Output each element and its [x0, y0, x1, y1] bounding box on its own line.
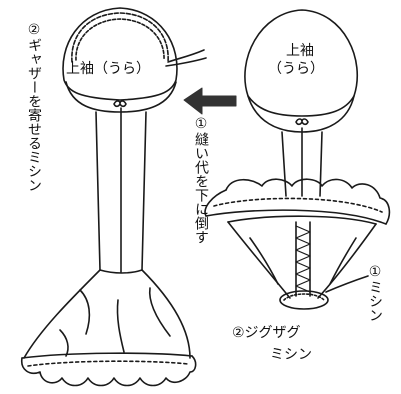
left-sleeve-body — [95, 111, 147, 271]
right-head-label-line2: （うら） — [268, 61, 324, 77]
left-sleeve-cap — [62, 7, 178, 101]
left-gather-note: ②ギャザーを寄せるミシン — [26, 22, 42, 192]
right-sleeve-body — [281, 131, 323, 197]
left-seam-note: ①縫い代を下に倒す — [193, 116, 209, 244]
right-sleeve-figure — [204, 9, 391, 310]
left-sleeve-figure — [20, 7, 207, 387]
right-stitch-note: ①ミシン — [367, 264, 383, 322]
right-cone — [227, 221, 377, 299]
right-zigzag-note-line2: ミシン — [270, 347, 312, 363]
left-skirt — [23, 269, 191, 359]
left-thread-tail — [167, 49, 205, 63]
left-bow — [113, 100, 127, 108]
right-zigzag-note-line1: ②ジグザグ — [232, 325, 301, 341]
right-upper-frill — [225, 178, 391, 225]
left-bottom-frill — [20, 355, 197, 387]
left-head-label: 上袖（うら） — [66, 61, 150, 77]
right-sleeve-cap — [244, 9, 359, 117]
direction-arrow — [183, 87, 237, 115]
right-bow — [295, 118, 309, 126]
right-head-label-line1: 上袖 — [286, 43, 314, 59]
left-gather-stitch — [71, 12, 169, 63]
right-cuff — [279, 290, 329, 310]
right-zigzag-column — [295, 221, 311, 297]
